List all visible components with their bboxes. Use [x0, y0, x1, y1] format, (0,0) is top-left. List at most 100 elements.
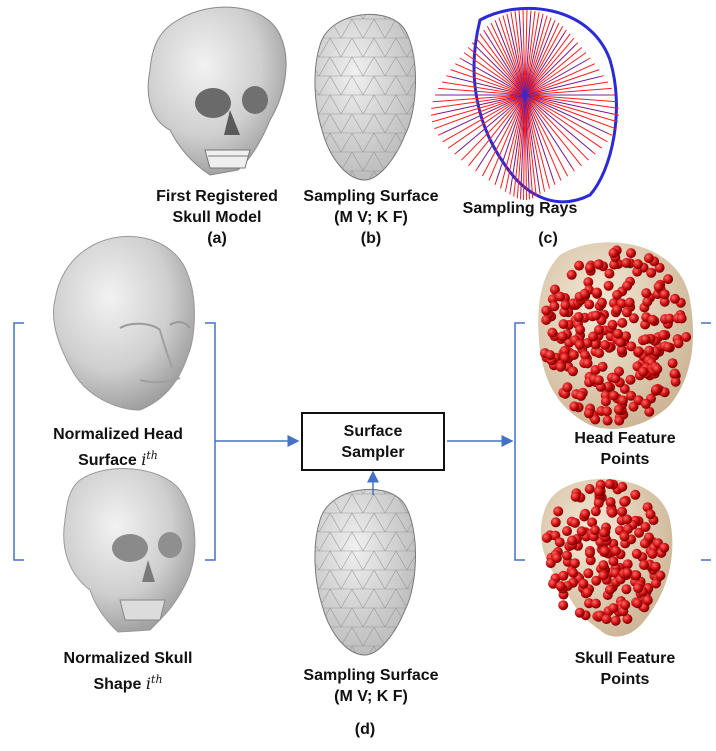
feature-point [605, 584, 615, 595]
feature-point [590, 598, 601, 609]
ray [498, 17, 526, 96]
feature-point [640, 522, 651, 532]
feature-point [583, 408, 594, 419]
ray [488, 94, 526, 181]
ray [463, 52, 526, 96]
feature-point [584, 299, 595, 310]
skull-model-a [147, 6, 287, 176]
ray [504, 94, 526, 192]
skull-shape-word: Shape [93, 676, 142, 693]
feature-point [555, 291, 566, 302]
feature-point [622, 514, 632, 525]
ray [516, 94, 526, 199]
ray [523, 94, 526, 200]
feature-point [599, 546, 610, 557]
ray [510, 12, 526, 96]
ray [524, 9, 528, 96]
feature-point [545, 350, 556, 361]
feature-point [569, 558, 580, 569]
feature-point [588, 331, 599, 342]
ray [442, 94, 526, 143]
head-feature-line1: Head Feature [574, 430, 676, 447]
feature-point [583, 568, 594, 579]
feature-point [579, 288, 590, 299]
feature-point [570, 517, 580, 528]
ray [479, 33, 526, 96]
feature-point [622, 280, 633, 291]
ray [431, 94, 526, 109]
feature-point [631, 570, 642, 581]
ray-blue [524, 94, 608, 134]
ray-blue [485, 33, 526, 96]
ray [524, 94, 619, 123]
head-surface-label: Normalized Head Surface ith [28, 424, 208, 471]
caption-a-line2: Skull Model [172, 209, 262, 226]
feature-point [640, 398, 651, 409]
feature-point [600, 396, 611, 407]
ray-blue [524, 94, 615, 115]
feature-point [628, 401, 639, 412]
feature-point [613, 404, 624, 415]
caption-d-line1: Sampling Surface [303, 667, 439, 684]
feature-point [555, 361, 566, 372]
feature-point [603, 280, 614, 291]
ray [522, 9, 526, 96]
head-surface-line2: Surface ith [28, 445, 208, 471]
feature-point [578, 578, 589, 589]
ray [524, 15, 548, 96]
feature-point [659, 289, 670, 300]
ray [431, 94, 526, 123]
ray [438, 87, 526, 96]
feature-point [621, 258, 632, 268]
feature-point [626, 390, 637, 401]
feature-point [570, 491, 581, 502]
feature-point [632, 598, 643, 609]
feature-point [621, 307, 632, 318]
feature-point [593, 486, 604, 497]
ray [490, 22, 526, 96]
feature-point [597, 361, 608, 372]
feature-point [590, 339, 601, 350]
feature-point [626, 341, 637, 352]
feature-point [644, 406, 655, 417]
feature-point [664, 313, 675, 324]
sampling-surface-mesh-b [314, 13, 416, 181]
feature-point [568, 350, 579, 360]
head-surface-ordinal: th [146, 449, 158, 462]
ray [524, 81, 609, 96]
feature-point [580, 350, 591, 361]
feature-point [574, 607, 585, 618]
caption-b: Sampling Surface (M V; K F) (b) [286, 186, 456, 249]
feature-point [612, 289, 623, 300]
feature-point [596, 297, 607, 308]
feature-point [551, 553, 562, 563]
ray [475, 37, 526, 96]
ray-blue [457, 94, 526, 152]
feature-point [591, 310, 601, 321]
feature-point [632, 266, 643, 277]
ray [434, 94, 526, 130]
ray [524, 47, 583, 96]
feature-point [608, 248, 619, 258]
feature-point [550, 517, 561, 528]
feature-point [562, 382, 573, 393]
ray [524, 94, 603, 149]
ray-blue [520, 94, 526, 195]
ray-blue [524, 76, 600, 96]
feature-point [647, 314, 658, 325]
feature-point [681, 332, 692, 342]
feature-point [560, 300, 571, 311]
caption-d-line2: (M V; K F) [334, 688, 408, 705]
feature-point [619, 531, 630, 542]
ray [500, 94, 526, 189]
ray [454, 63, 526, 96]
feature-point [594, 324, 604, 335]
feature-point [617, 506, 628, 517]
feature-point [610, 545, 621, 556]
feature-point [676, 313, 687, 324]
ray [524, 37, 575, 96]
feature-point [567, 535, 578, 546]
feature-point [643, 253, 654, 264]
feature-point [670, 376, 681, 387]
feature-point [603, 381, 613, 392]
